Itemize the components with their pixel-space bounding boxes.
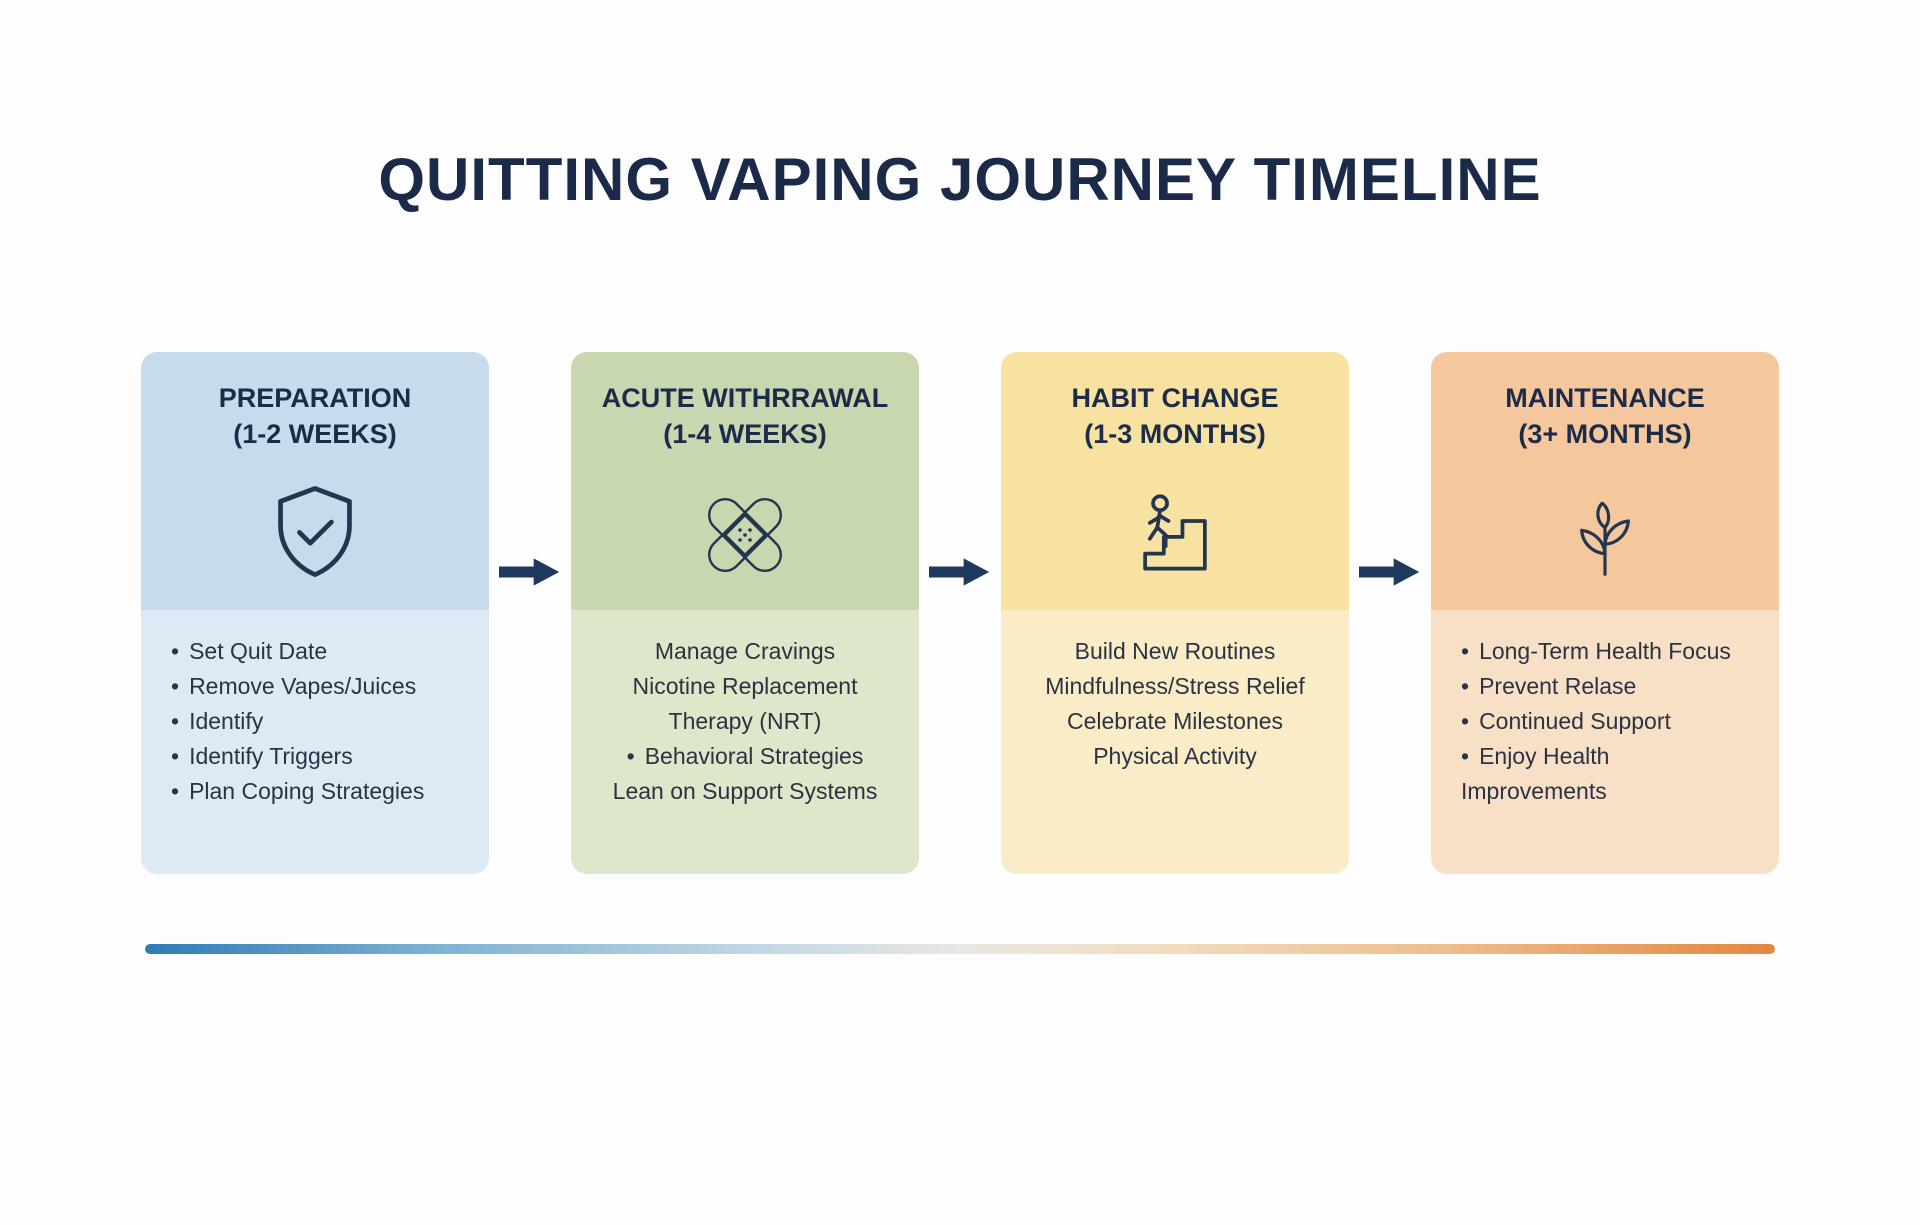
list-item: Plan Coping Strategies: [171, 774, 469, 809]
stage-duration: (1-4 WEEKS): [663, 419, 827, 450]
shield-check-icon: [141, 471, 489, 599]
list-item: Prevent Relase: [1461, 669, 1759, 704]
stage-title: MAINTENANCE (3+ MONTHS): [1431, 380, 1779, 453]
stage-items: Manage Cravings Nicotine Replacement The…: [591, 634, 899, 809]
stage-body: Build New Routines Mindfulness/Stress Re…: [1001, 610, 1349, 874]
timeline-gradient-bar: [145, 944, 1775, 954]
stage-header: ACUTE WITHRRAWAL (1-4 WEEKS): [571, 352, 919, 610]
stage-name: PREPARATION: [218, 383, 412, 413]
stage-name: MAINTENANCE: [1505, 383, 1705, 413]
list-item: Behavioral Strategies: [591, 739, 899, 774]
stage-header: HABIT CHANGE (1-3 MONTHS): [1001, 352, 1349, 610]
stairs-person-icon: [1001, 471, 1349, 599]
list-item: Lean on Support Systems: [612, 777, 878, 804]
plant-icon: [1431, 471, 1779, 599]
list-item: Physical Activity: [1093, 742, 1257, 769]
stage-body: Set Quit Date Remove Vapes/Juices Identi…: [141, 610, 489, 874]
list-item: Mindfulness/Stress Relief: [1045, 672, 1305, 699]
list-item: Manage Cravings: [654, 638, 836, 664]
list-item: Celebrate Milestones: [1066, 707, 1284, 734]
stage-card-preparation: PREPARATION (1-2 WEEKS) Set Quit Date Re…: [141, 352, 489, 874]
stage-duration: (1-3 MONTHS): [1084, 419, 1266, 450]
stage-header: PREPARATION (1-2 WEEKS): [141, 352, 489, 610]
arrow-right-icon: [1359, 552, 1421, 592]
stage-body: Manage Cravings Nicotine Replacement The…: [571, 610, 919, 874]
stage-title: ACUTE WITHRRAWAL (1-4 WEEKS): [571, 380, 919, 453]
list-item: Enjoy Health Improvements: [1461, 739, 1759, 809]
stage-card-acute-withdrawal: ACUTE WITHRRAWAL (1-4 WEEKS): [571, 352, 919, 874]
stage-name: ACUTE WITHRRAWAL: [601, 383, 889, 413]
stage-header: MAINTENANCE (3+ MONTHS): [1431, 352, 1779, 610]
timeline: PREPARATION (1-2 WEEKS) Set Quit Date Re…: [0, 352, 1920, 874]
arrow-right-icon: [499, 552, 561, 592]
list-item: Identify Triggers: [171, 739, 469, 774]
stage-duration: (3+ MONTHS): [1518, 419, 1692, 450]
page-title: QUITTING VAPING JOURNEY TIMELINE: [378, 146, 1542, 213]
stage-card-maintenance: MAINTENANCE (3+ MONTHS) Long-Term Health…: [1431, 352, 1779, 874]
list-item: Identify: [171, 704, 469, 739]
stage-body: Long-Term Health Focus Prevent Relase Co…: [1431, 610, 1779, 874]
list-item: Remove Vapes/Juices: [171, 669, 469, 704]
list-item: Nicotine Replacement Therapy (NRT): [632, 672, 858, 734]
stage-title: HABIT CHANGE (1-3 MONTHS): [1001, 380, 1349, 453]
list-item: Continued Support: [1461, 704, 1759, 739]
list-item: Set Quit Date: [171, 634, 469, 669]
bandage-icon: [571, 471, 919, 599]
infographic-canvas: QUITTING VAPING JOURNEY TIMELINE PREPARA…: [0, 145, 1920, 1225]
stage-name: HABIT CHANGE: [1071, 383, 1279, 413]
list-item: Build New Routines: [1074, 638, 1276, 664]
stage-card-habit-change: HABIT CHANGE (1-3 MONTHS): [1001, 352, 1349, 874]
arrow-right-icon: [929, 552, 991, 592]
stage-items: Set Quit Date Remove Vapes/Juices Identi…: [161, 634, 469, 809]
stage-items: Long-Term Health Focus Prevent Relase Co…: [1451, 634, 1759, 809]
stage-items: Build New Routines Mindfulness/Stress Re…: [1021, 634, 1329, 774]
stage-duration: (1-2 WEEKS): [233, 419, 397, 450]
stage-title: PREPARATION (1-2 WEEKS): [141, 380, 489, 453]
list-item: Long-Term Health Focus: [1461, 634, 1759, 669]
